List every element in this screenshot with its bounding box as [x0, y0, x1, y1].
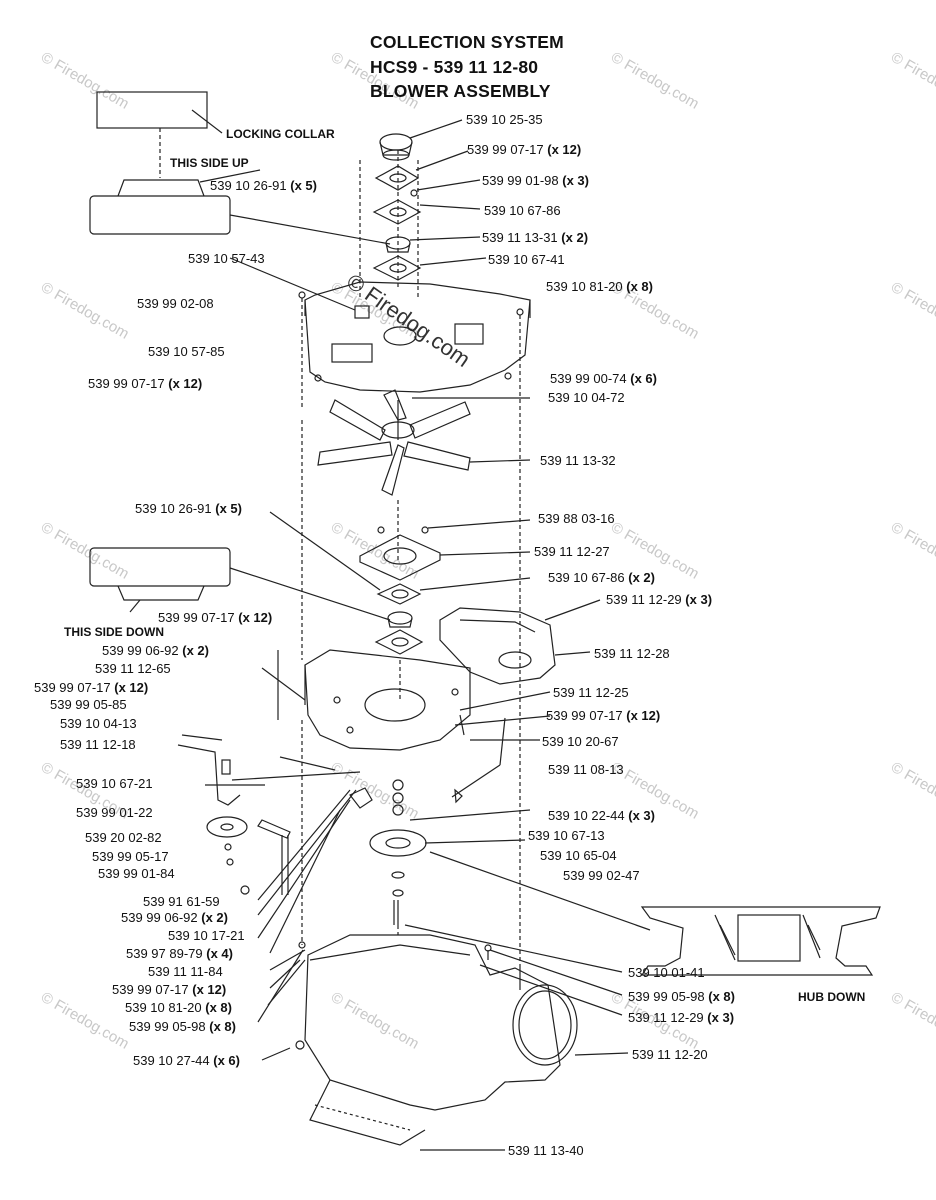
part-label: 539 99 02-08 [137, 296, 214, 311]
leader-lines [231, 717, 629, 1151]
part-label: 539 10 67-21 [76, 776, 153, 791]
part-label: 539 99 07-17 (x 12) [88, 376, 203, 391]
lower-housing-plate [261, 420, 551, 751]
this-side-down-note: THIS SIDE DOWN [64, 625, 165, 639]
part-label: 539 10 20-67 [542, 734, 619, 749]
diagram-title-line-2: HCS9 - 539 11 12-80 [370, 57, 539, 77]
hub-down-note: HUB DOWN [798, 990, 866, 1004]
side-guard [439, 599, 601, 685]
part-label: 539 11 12-28 [594, 646, 670, 661]
part-label: 539 99 07-17 (x 12) [158, 610, 273, 625]
this-side-up-note: THIS SIDE UP [170, 156, 249, 170]
part-label: 539 11 13-32 [540, 453, 616, 468]
watermark-text: © Firedog.com [38, 49, 132, 113]
watermark-text: © Firedog.com [328, 759, 422, 823]
watermark-text: © Firedog.com [888, 759, 936, 823]
watermark-text: © Firedog.com [38, 279, 132, 343]
pulley-shape [206, 816, 248, 838]
part-label: 539 10 81-20 (x 8) [125, 1000, 232, 1015]
locking-collar-detail [89, 91, 391, 245]
hub-down-detail [640, 906, 881, 976]
part-label: 539 11 12-20 [632, 1047, 708, 1062]
part-label: 539 10 65-04 [540, 848, 617, 863]
part-label: 539 10 01-41 [628, 965, 705, 980]
part-label: 539 10 67-86 [484, 203, 561, 218]
lower-hub-stack [349, 764, 651, 931]
bearing-ring-shape [89, 195, 231, 235]
part-label: 539 10 04-72 [548, 390, 625, 405]
locking-collar-note: LOCKING COLLAR [226, 127, 335, 141]
part-label: 539 11 12-29 (x 3) [606, 592, 713, 607]
part-label: 539 99 00-74 (x 6) [550, 371, 657, 386]
spring-shape [257, 819, 291, 839]
part-label: 539 11 12-65 [95, 661, 171, 676]
part-label: 539 97 89-79 (x 4) [126, 946, 233, 961]
part-label: 539 11 08-13 [548, 762, 624, 777]
part-label: 539 99 02-47 [563, 868, 640, 883]
part-label: 539 99 07-17 (x 12) [546, 708, 661, 723]
watermark-text: © Firedog.com [888, 519, 936, 583]
part-label: 539 10 26-91 (x 5) [135, 501, 242, 516]
part-label: 539 10 25-35 [466, 112, 543, 127]
watermark-text: © Firedog.com [888, 279, 936, 343]
top-plate [229, 257, 531, 600]
watermark-text: © Firedog.com [328, 519, 422, 583]
watermark-text: © Firedog.com [38, 519, 132, 583]
part-label: 539 99 07-17 (x 12) [34, 680, 149, 695]
part-label: 539 10 04-13 [60, 716, 137, 731]
part-label: 539 99 01-84 [98, 866, 175, 881]
part-label: 539 11 12-18 [60, 737, 136, 752]
part-label: 539 11 12-29 (x 3) [628, 1010, 735, 1025]
part-label: 539 10 17-21 [168, 928, 245, 943]
part-label: 539 20 02-82 [85, 830, 162, 845]
part-label: 539 11 13-31 (x 2) [482, 230, 589, 245]
part-label: 539 11 12-25 [553, 685, 629, 700]
watermark-text: © Firedog.com [888, 49, 936, 113]
part-label: 539 10 26-91 (x 5) [210, 178, 317, 193]
part-label: 539 99 05-17 [92, 849, 169, 864]
outlet-ring-shape [512, 984, 578, 1066]
part-label: 539 10 27-44 (x 6) [133, 1053, 240, 1068]
part-label: 539 10 57-43 [188, 251, 265, 266]
part-label: 539 99 05-85 [50, 697, 127, 712]
part-label: 539 11 13-40 [508, 1143, 584, 1158]
part-label: 539 10 57-85 [148, 344, 225, 359]
decal-shape [454, 323, 484, 345]
diagram-title-line-3: BLOWER ASSEMBLY [370, 81, 551, 101]
fan-impeller [317, 389, 531, 560]
part-label: 539 99 07-17 (x 12) [467, 142, 582, 157]
watermark-text: © Firedog.com [608, 49, 702, 113]
drive-pulley-shape [369, 829, 427, 857]
middle-bearing-stack [89, 511, 531, 700]
part-label: 539 10 22-44 (x 3) [548, 808, 655, 823]
part-label: 539 11 11-84 [148, 964, 223, 979]
part-label: 539 11 12-27 [534, 544, 610, 559]
watermark-text: © Firedog.com [38, 989, 132, 1053]
watermark-text: © Firedog.com [328, 989, 422, 1053]
part-label: 539 91 61-59 [143, 894, 220, 909]
upper-bearing-stack [359, 119, 487, 300]
locking-collar-shape [96, 91, 208, 129]
part-label: 539 99 05-98 (x 8) [129, 1019, 236, 1034]
watermark-text: © Firedog.com [888, 989, 936, 1053]
part-label: 539 99 05-98 (x 8) [628, 989, 735, 1004]
part-label: 539 10 67-13 [528, 828, 605, 843]
part-label: 539 99 06-92 (x 2) [102, 643, 209, 658]
part-label: 539 10 81-20 (x 8) [546, 279, 653, 294]
part-label: 539 99 06-92 (x 2) [121, 910, 228, 925]
diagram-title-line-1: COLLECTION SYSTEM [370, 32, 564, 52]
part-label: 539 10 67-86 (x 2) [548, 570, 655, 585]
idler-arm-mechanism [177, 734, 336, 895]
part-label: 539 99 01-98 (x 3) [482, 173, 589, 188]
decal-shape [354, 305, 370, 319]
part-label: 539 99 01-22 [76, 805, 153, 820]
part-label: 539 10 67-41 [488, 252, 565, 267]
part-label: 539 88 03-16 [538, 511, 615, 526]
blower-housing [261, 600, 578, 1146]
watermark-text: © Firedog.com [342, 269, 475, 372]
part-label: 539 99 07-17 (x 12) [112, 982, 227, 997]
decal-shape [331, 343, 373, 363]
